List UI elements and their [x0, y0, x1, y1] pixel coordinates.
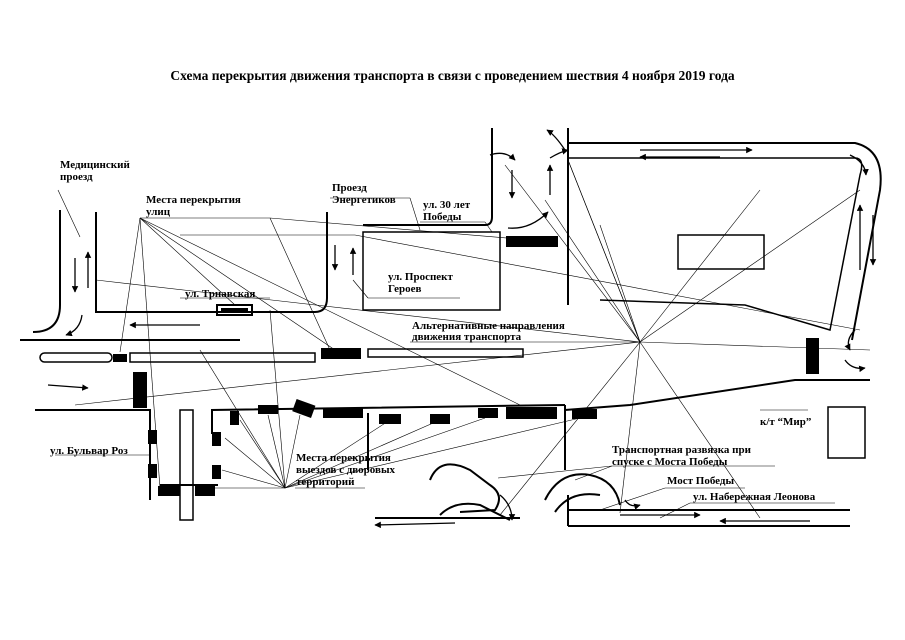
- closure-bar: [158, 486, 180, 496]
- label-trnavska: ул. Трнавская: [185, 288, 255, 300]
- road-network: [20, 128, 882, 527]
- median-3: [367, 348, 524, 358]
- label-yard-1: Места перекрытия: [296, 452, 391, 464]
- closure-bar: [258, 405, 278, 414]
- map-labels: Медицинский проезд Места перекрытия улиц…: [50, 159, 816, 503]
- interchange-inner-left: [439, 502, 511, 521]
- map-title: Схема перекрытия движения транспорта в с…: [170, 68, 735, 83]
- label-geroev-2: Героев: [388, 283, 422, 295]
- closure-bar: [148, 430, 157, 444]
- label-energ-2: Энергетиков: [332, 194, 396, 206]
- boulevard-strip: [179, 409, 194, 521]
- closure-bar: [113, 354, 127, 362]
- closure-bar: [148, 464, 157, 478]
- closure-bar: [478, 408, 498, 418]
- closure-bar: [212, 465, 221, 479]
- closure-bar: [195, 486, 215, 496]
- label-yard-2: выездов с дворовых: [296, 464, 396, 476]
- label-pobedy-2: Победы: [423, 211, 462, 223]
- block-geroev: [362, 231, 501, 311]
- closure-bar: [230, 411, 239, 425]
- label-med-1: Медицинский: [60, 159, 130, 171]
- label-bridge: Мост Победы: [667, 475, 734, 487]
- interchange-loop-left: [429, 463, 500, 513]
- closure-bar: [379, 414, 401, 424]
- closure-bar: [806, 338, 819, 374]
- label-med-2: проезд: [60, 171, 93, 183]
- closure-bar: [323, 408, 363, 418]
- label-alt-2: движения транспорта: [412, 331, 522, 343]
- label-leonova: ул. Набережная Леонова: [693, 491, 816, 503]
- mir-cinema-building: [827, 406, 866, 459]
- road-energetikov: [363, 128, 493, 226]
- closure-bar: [321, 348, 361, 359]
- block-rect-right: [677, 234, 765, 270]
- road-main-lower-left: [35, 409, 151, 430]
- leader-lines: [55, 159, 871, 519]
- closure-bar: [292, 398, 316, 418]
- closure-bars: [113, 236, 819, 496]
- road-big-block: [568, 157, 863, 331]
- label-geroev-1: ул. Проспект: [388, 271, 454, 283]
- label-mir: к/т “Мир”: [760, 416, 811, 428]
- label-alt-1: Альтернативные направления: [412, 320, 565, 332]
- label-pobedy-1: ул. 30 лет: [423, 199, 471, 211]
- interchange-loop-right: [544, 473, 621, 506]
- closure-bar: [133, 372, 147, 408]
- closure-trnavska-inner: [221, 308, 248, 312]
- closure-bar: [506, 407, 557, 419]
- closure-trnavska: [216, 304, 253, 316]
- label-interchange-1: Транспортная развязка при: [612, 444, 752, 456]
- closure-bar: [212, 432, 221, 446]
- label-energ-1: Проезд: [332, 182, 367, 194]
- label-closures-2: улиц: [146, 206, 171, 218]
- road-med-left: [32, 210, 61, 333]
- closure-bar: [430, 414, 450, 424]
- label-closures-1: Места перекрытия: [146, 194, 241, 206]
- road-med-right: [95, 212, 328, 313]
- median-2: [129, 352, 316, 363]
- median-1: [39, 352, 113, 363]
- interchange-inner-right: [554, 493, 601, 513]
- label-yard-3: территорий: [296, 476, 355, 488]
- road-lower-right: [564, 379, 870, 411]
- road-outer-loop: [568, 142, 882, 341]
- closure-bar: [506, 236, 558, 247]
- road-main-lower: [211, 404, 566, 434]
- traffic-arrows: [47, 129, 877, 529]
- label-boulevard: ул. Бульвар Роз: [50, 445, 128, 457]
- closure-bar: [572, 409, 597, 419]
- label-interchange-2: спуске с Моста Победы: [612, 456, 728, 468]
